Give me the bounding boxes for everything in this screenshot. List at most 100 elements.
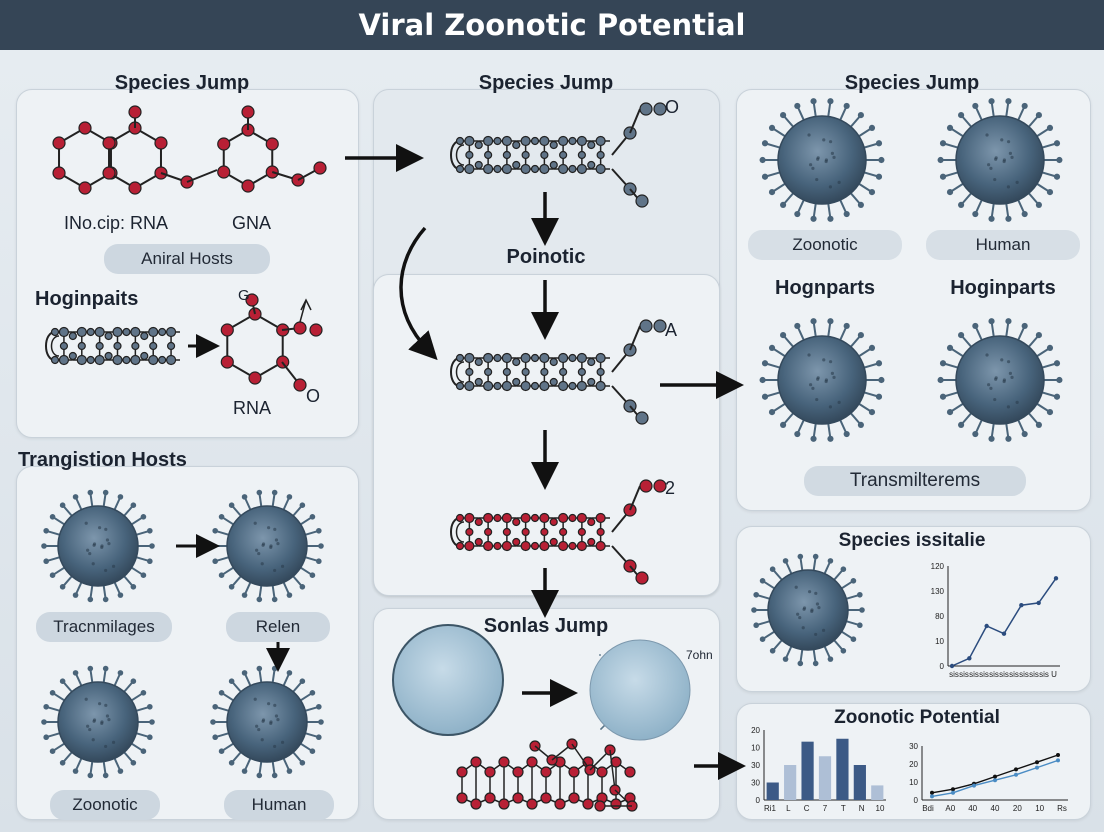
y-tick-label: 20 (751, 726, 760, 735)
x-tick-label: sis (1019, 670, 1029, 679)
x-tick-label: sis (999, 670, 1009, 679)
atom-icon (464, 135, 475, 147)
atom-icon (113, 341, 122, 351)
right-mid-heading: Species issitalie (838, 530, 986, 551)
atom-icon (464, 380, 475, 392)
right-label-1: Hognparts (775, 277, 875, 299)
atom-icon (520, 135, 531, 147)
atom-icon (128, 105, 142, 119)
atom-icon (502, 527, 511, 537)
virus-icon (41, 665, 155, 779)
data-point (1035, 765, 1039, 770)
atom-icon (474, 140, 483, 150)
atom-icon (539, 540, 550, 552)
atom-icon (539, 352, 550, 364)
atom-icon (94, 354, 105, 366)
atom-icon (520, 540, 531, 552)
atom-icon (595, 540, 606, 552)
atom-icon (456, 792, 468, 804)
host-cell-icon (392, 624, 504, 736)
data-point (930, 790, 934, 795)
x-tick-label: A0 (945, 804, 955, 813)
atom-icon (313, 161, 327, 175)
atom-icon (483, 540, 494, 552)
pill-right-zoonotic: Zoonotic (748, 230, 902, 260)
data-point (949, 663, 955, 669)
atom-icon (520, 352, 531, 364)
atom-icon (68, 351, 77, 361)
atom-icon (587, 160, 596, 170)
atom-icon (102, 136, 116, 150)
data-point (1036, 600, 1041, 606)
atom-icon (455, 353, 465, 363)
right-bottom-heading: Zoonotic Potential (834, 707, 1000, 728)
atom-icon (653, 319, 667, 333)
left-bottom-heading: Trangistion Hosts (18, 449, 187, 471)
atom-icon (112, 326, 123, 338)
atom-icon (512, 357, 521, 367)
atom-icon (596, 367, 605, 377)
atom-icon (122, 327, 131, 337)
atom-icon (594, 800, 606, 812)
y-tick-label: 120 (931, 562, 945, 571)
y-tick-label: 80 (935, 612, 944, 621)
atom-icon (474, 357, 483, 367)
left-top-heading: Species Jump (114, 72, 250, 94)
data-point (1014, 767, 1018, 772)
x-tick-label: sis (979, 670, 989, 679)
atom-icon (220, 323, 234, 337)
atom-icon (52, 166, 66, 180)
atom-icon (241, 179, 255, 193)
atom-icon (539, 380, 550, 392)
pill-transmilterems: Transmilterems (804, 466, 1026, 496)
atom-icon (549, 160, 558, 170)
data-point (1035, 760, 1039, 765)
right-label-2: Hoginparts (950, 277, 1056, 299)
atom-icon (568, 353, 577, 363)
atom-icon (498, 756, 510, 768)
data-point (984, 623, 989, 629)
atom-icon (474, 377, 483, 387)
atom-icon (456, 766, 468, 778)
atom-icon (549, 357, 558, 367)
right-top-heading: Species Jump (844, 72, 980, 94)
atom-icon (474, 537, 483, 547)
chain-1-label: O (665, 97, 680, 117)
center-bottom-label: 7ohn (686, 648, 713, 662)
atom-icon (293, 378, 307, 392)
atom-icon (455, 541, 465, 551)
atom-icon (154, 136, 168, 150)
atom-icon (465, 527, 474, 537)
atom-icon (540, 527, 549, 537)
data-point (1001, 631, 1007, 636)
chain-2-label: A (665, 320, 678, 340)
atom-icon (78, 181, 92, 195)
atom-icon (148, 326, 159, 338)
atom-icon (484, 766, 496, 778)
atom-icon (595, 163, 606, 175)
atom-icon (568, 766, 580, 778)
atom-icon (596, 527, 605, 537)
atom-icon (248, 371, 262, 385)
x-tick-label: L (786, 804, 791, 813)
atom-icon (217, 137, 231, 151)
atom-icon (558, 352, 569, 364)
atom-icon (539, 512, 550, 524)
atom-icon (653, 102, 667, 116)
atom-icon (455, 136, 465, 146)
virus-group (41, 98, 1063, 779)
atom-icon (309, 323, 323, 337)
atom-icon (104, 351, 113, 361)
atom-icon (526, 798, 538, 810)
atom-icon (512, 140, 521, 150)
atom-icon (76, 354, 87, 366)
atom-icon (464, 540, 475, 552)
y-tick-label: 20 (909, 760, 918, 769)
atom-icon (59, 341, 69, 351)
atom-icon (464, 352, 475, 364)
atom-icon (653, 479, 667, 493)
atom-icon (464, 512, 475, 524)
